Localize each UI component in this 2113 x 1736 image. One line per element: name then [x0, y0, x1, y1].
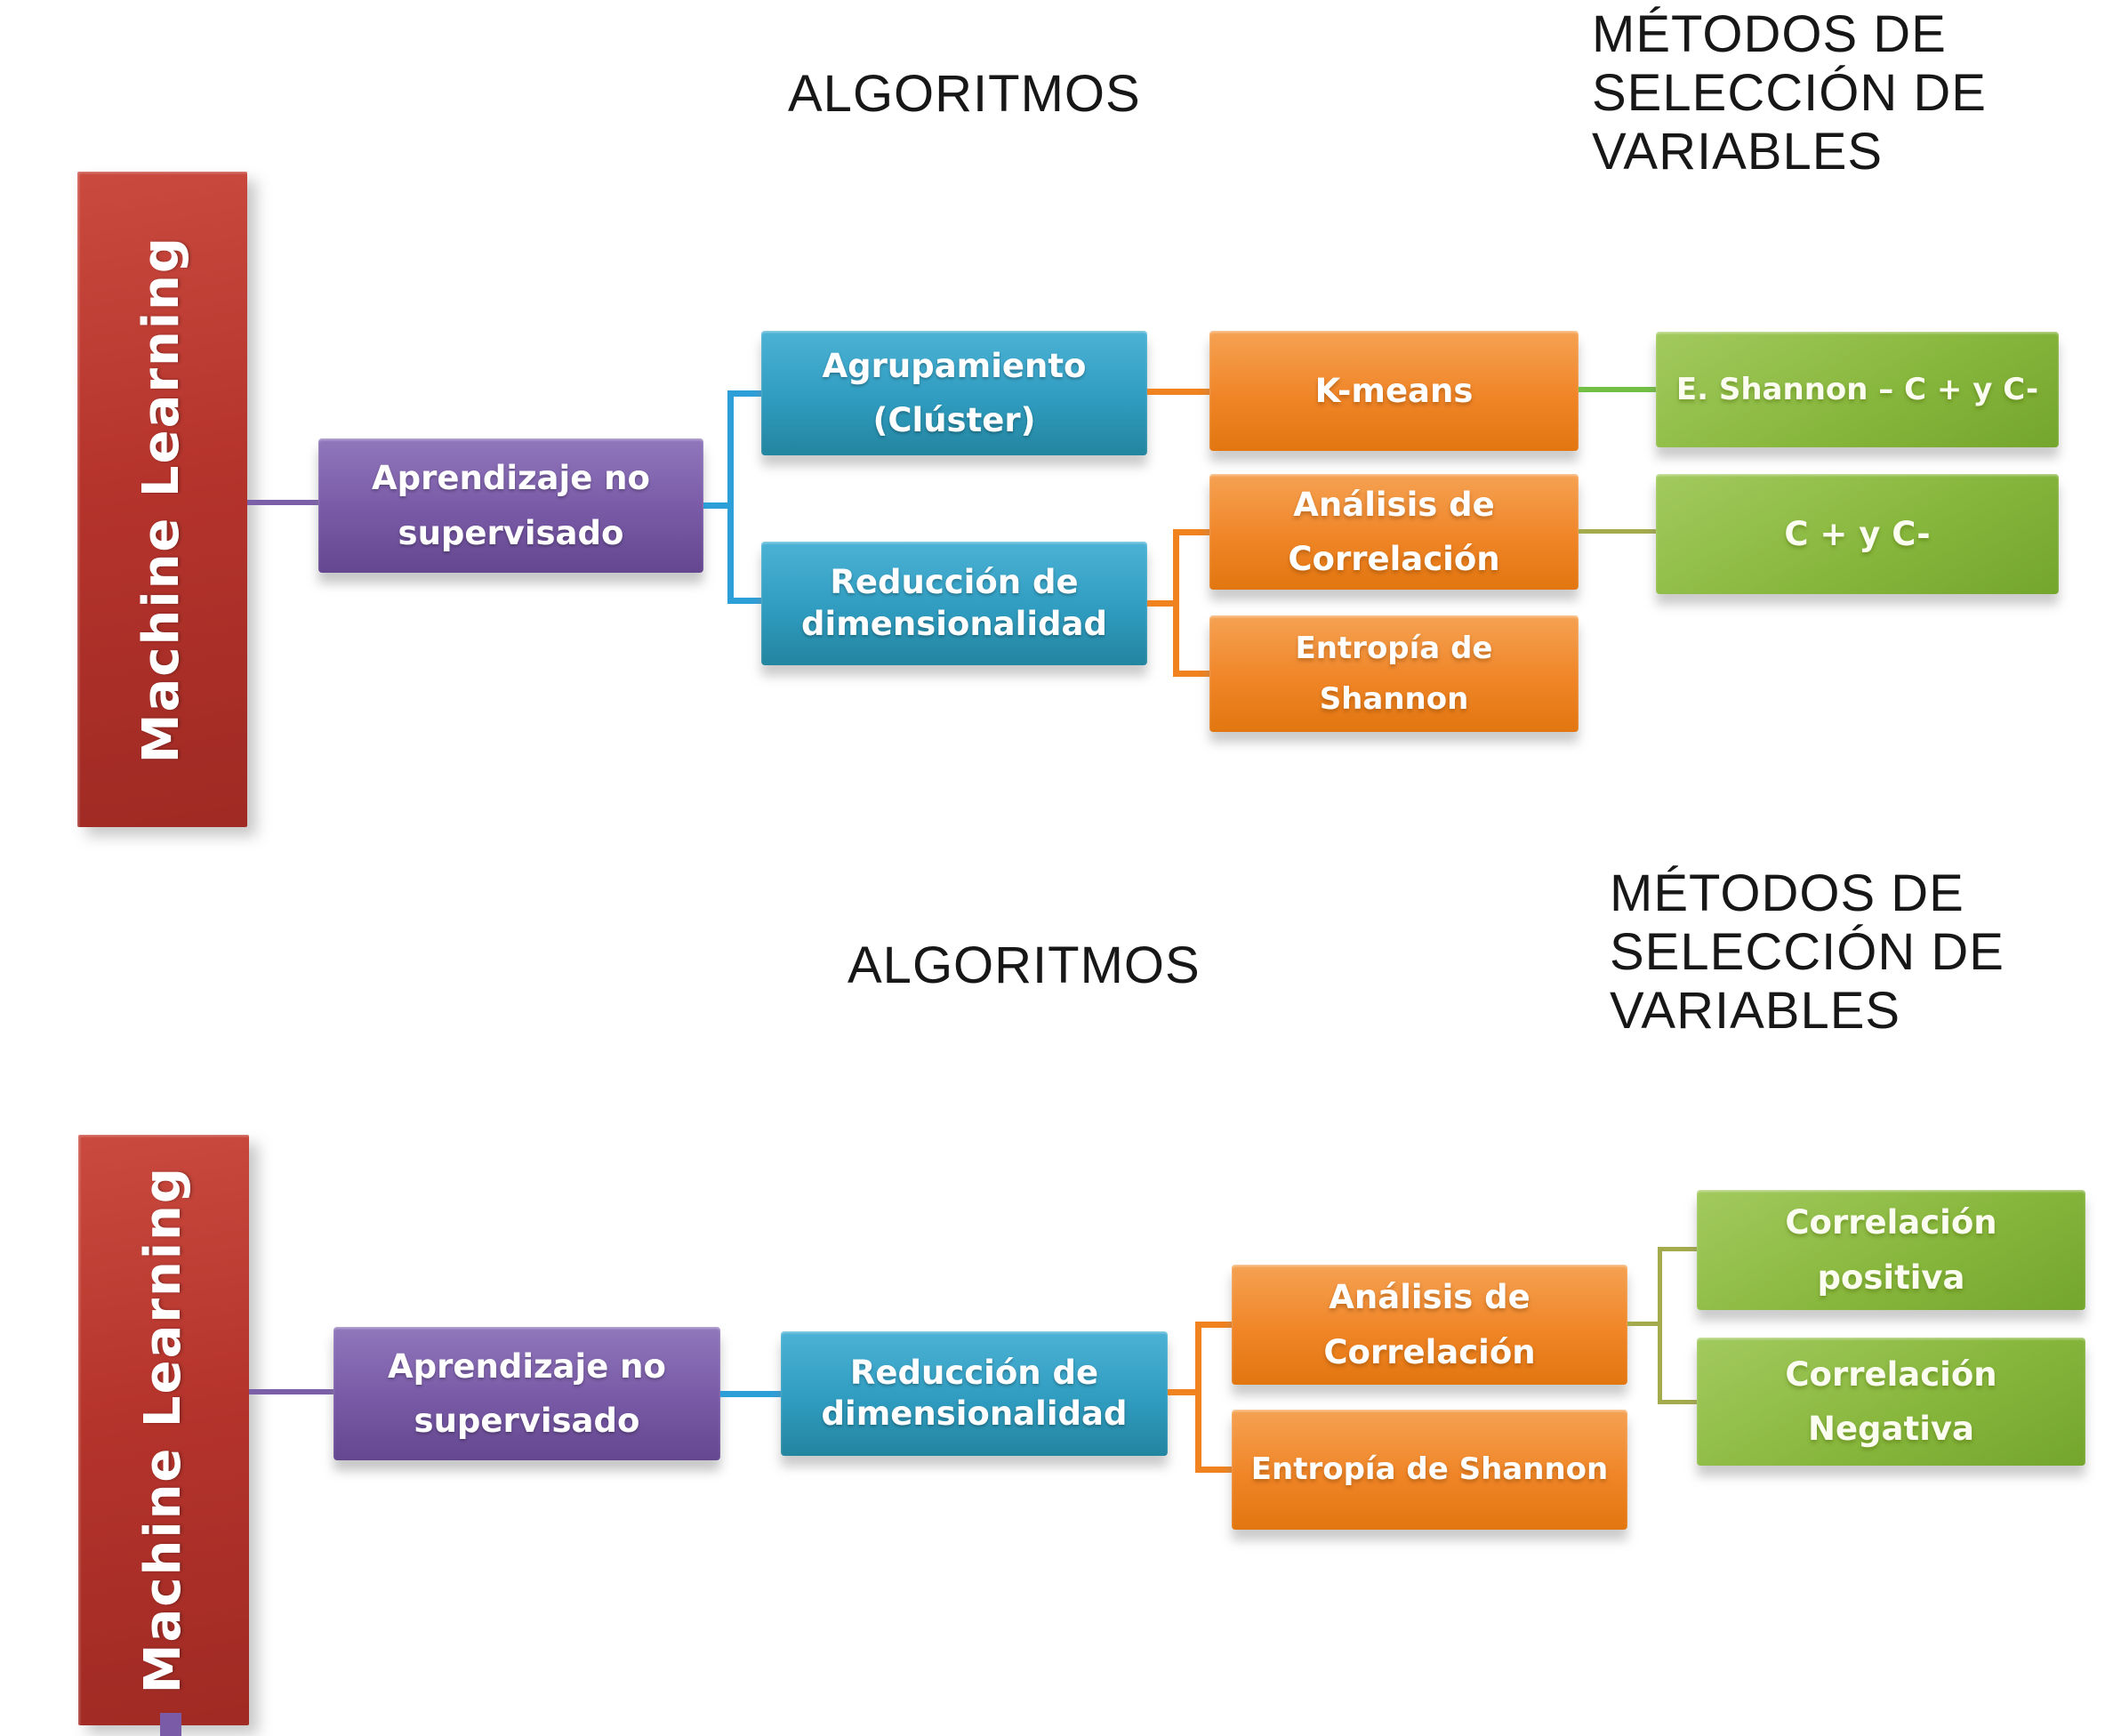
connector-bracket-to-reduccion: [727, 598, 761, 604]
connector-analisis-to-green-bracket: [1627, 1322, 1660, 1326]
column-title-metodos-seleccion-2: MÉTODOS DE SELECCIÓN DE VARIABLES: [1610, 864, 2005, 1040]
connector-blue-bracket: [727, 390, 734, 604]
node-reduccion-dimensionalidad: Reducción de dimensionalidad: [761, 542, 1147, 665]
node-analisis-correlacion: Análisis de Correlación: [1209, 474, 1579, 590]
machine-learning-label-2: Machine Learning: [133, 1166, 192, 1694]
node-machine-learning: Machine Learning: [77, 172, 247, 827]
column-title-metodos-seleccion: MÉTODOS DE SELECCIÓN DE VARIABLES: [1592, 5, 1987, 181]
connector-kmeans-to-shannon: [1579, 387, 1656, 392]
connector-reduccion-to-bracket: [1147, 600, 1179, 607]
connector-agrupamiento-to-kmeans: [1147, 389, 1209, 395]
node-e-shannon-c-mas-y-c: E. Shannon – C + y C-: [1656, 332, 2059, 447]
connector-level1-to-reduccion-2: [720, 1391, 781, 1397]
connector-orange-bracket-2: [1195, 1322, 1201, 1473]
column-title-algoritmos-2: ALGORITMOS: [848, 936, 1201, 994]
connector-bracket-to-agrupamiento: [727, 390, 761, 397]
connector-bracket-to-entropia: [1173, 671, 1209, 677]
connector-level1-to-bracket: [703, 502, 731, 509]
node-aprendizaje-no-supervisado: Aprendizaje no supervisado: [318, 438, 703, 573]
connector-bracket-to-positiva: [1658, 1247, 1697, 1251]
column-title-algoritmos: ALGORITMOS: [788, 65, 1141, 123]
connector-bracket-to-analisis: [1173, 529, 1209, 535]
node-analisis-correlacion-2: Análisis de Correlación: [1232, 1265, 1627, 1385]
node-k-means: K-means: [1209, 331, 1579, 451]
node-correlacion-positiva: Correlación positiva: [1697, 1190, 2085, 1310]
connector-root-to-level1: [247, 500, 318, 505]
connector-reduccion-to-bracket-2: [1168, 1389, 1201, 1395]
node-machine-learning-2: Machine Learning: [78, 1135, 249, 1725]
connector-root-to-level1-2: [249, 1389, 333, 1394]
cropped-purple-connector-fragment: [160, 1713, 181, 1736]
connector-orange-bracket: [1173, 529, 1179, 677]
connector-green-bracket: [1658, 1247, 1662, 1404]
node-entropia-shannon-2: Entropía de Shannon: [1232, 1410, 1627, 1530]
node-correlacion-negativa: Correlación Negativa: [1697, 1338, 2085, 1466]
node-agrupamiento-cluster: Agrupamiento (Clúster): [761, 331, 1147, 455]
connector-bracket-to-analisis-2: [1195, 1322, 1232, 1328]
machine-learning-label: Machine Learning: [133, 235, 191, 764]
connector-analisis-to-cyc: [1579, 529, 1656, 534]
connector-bracket-to-entropia-2: [1195, 1467, 1232, 1473]
node-reduccion-dimensionalidad-2: Reducción de dimensionalidad: [781, 1331, 1168, 1456]
node-aprendizaje-no-supervisado-2: Aprendizaje no supervisado: [333, 1327, 720, 1460]
node-entropia-shannon: Entropía de Shannon: [1209, 615, 1579, 732]
connector-bracket-to-negativa: [1658, 1400, 1697, 1404]
node-c-mas-y-c: C + y C-: [1656, 474, 2059, 594]
